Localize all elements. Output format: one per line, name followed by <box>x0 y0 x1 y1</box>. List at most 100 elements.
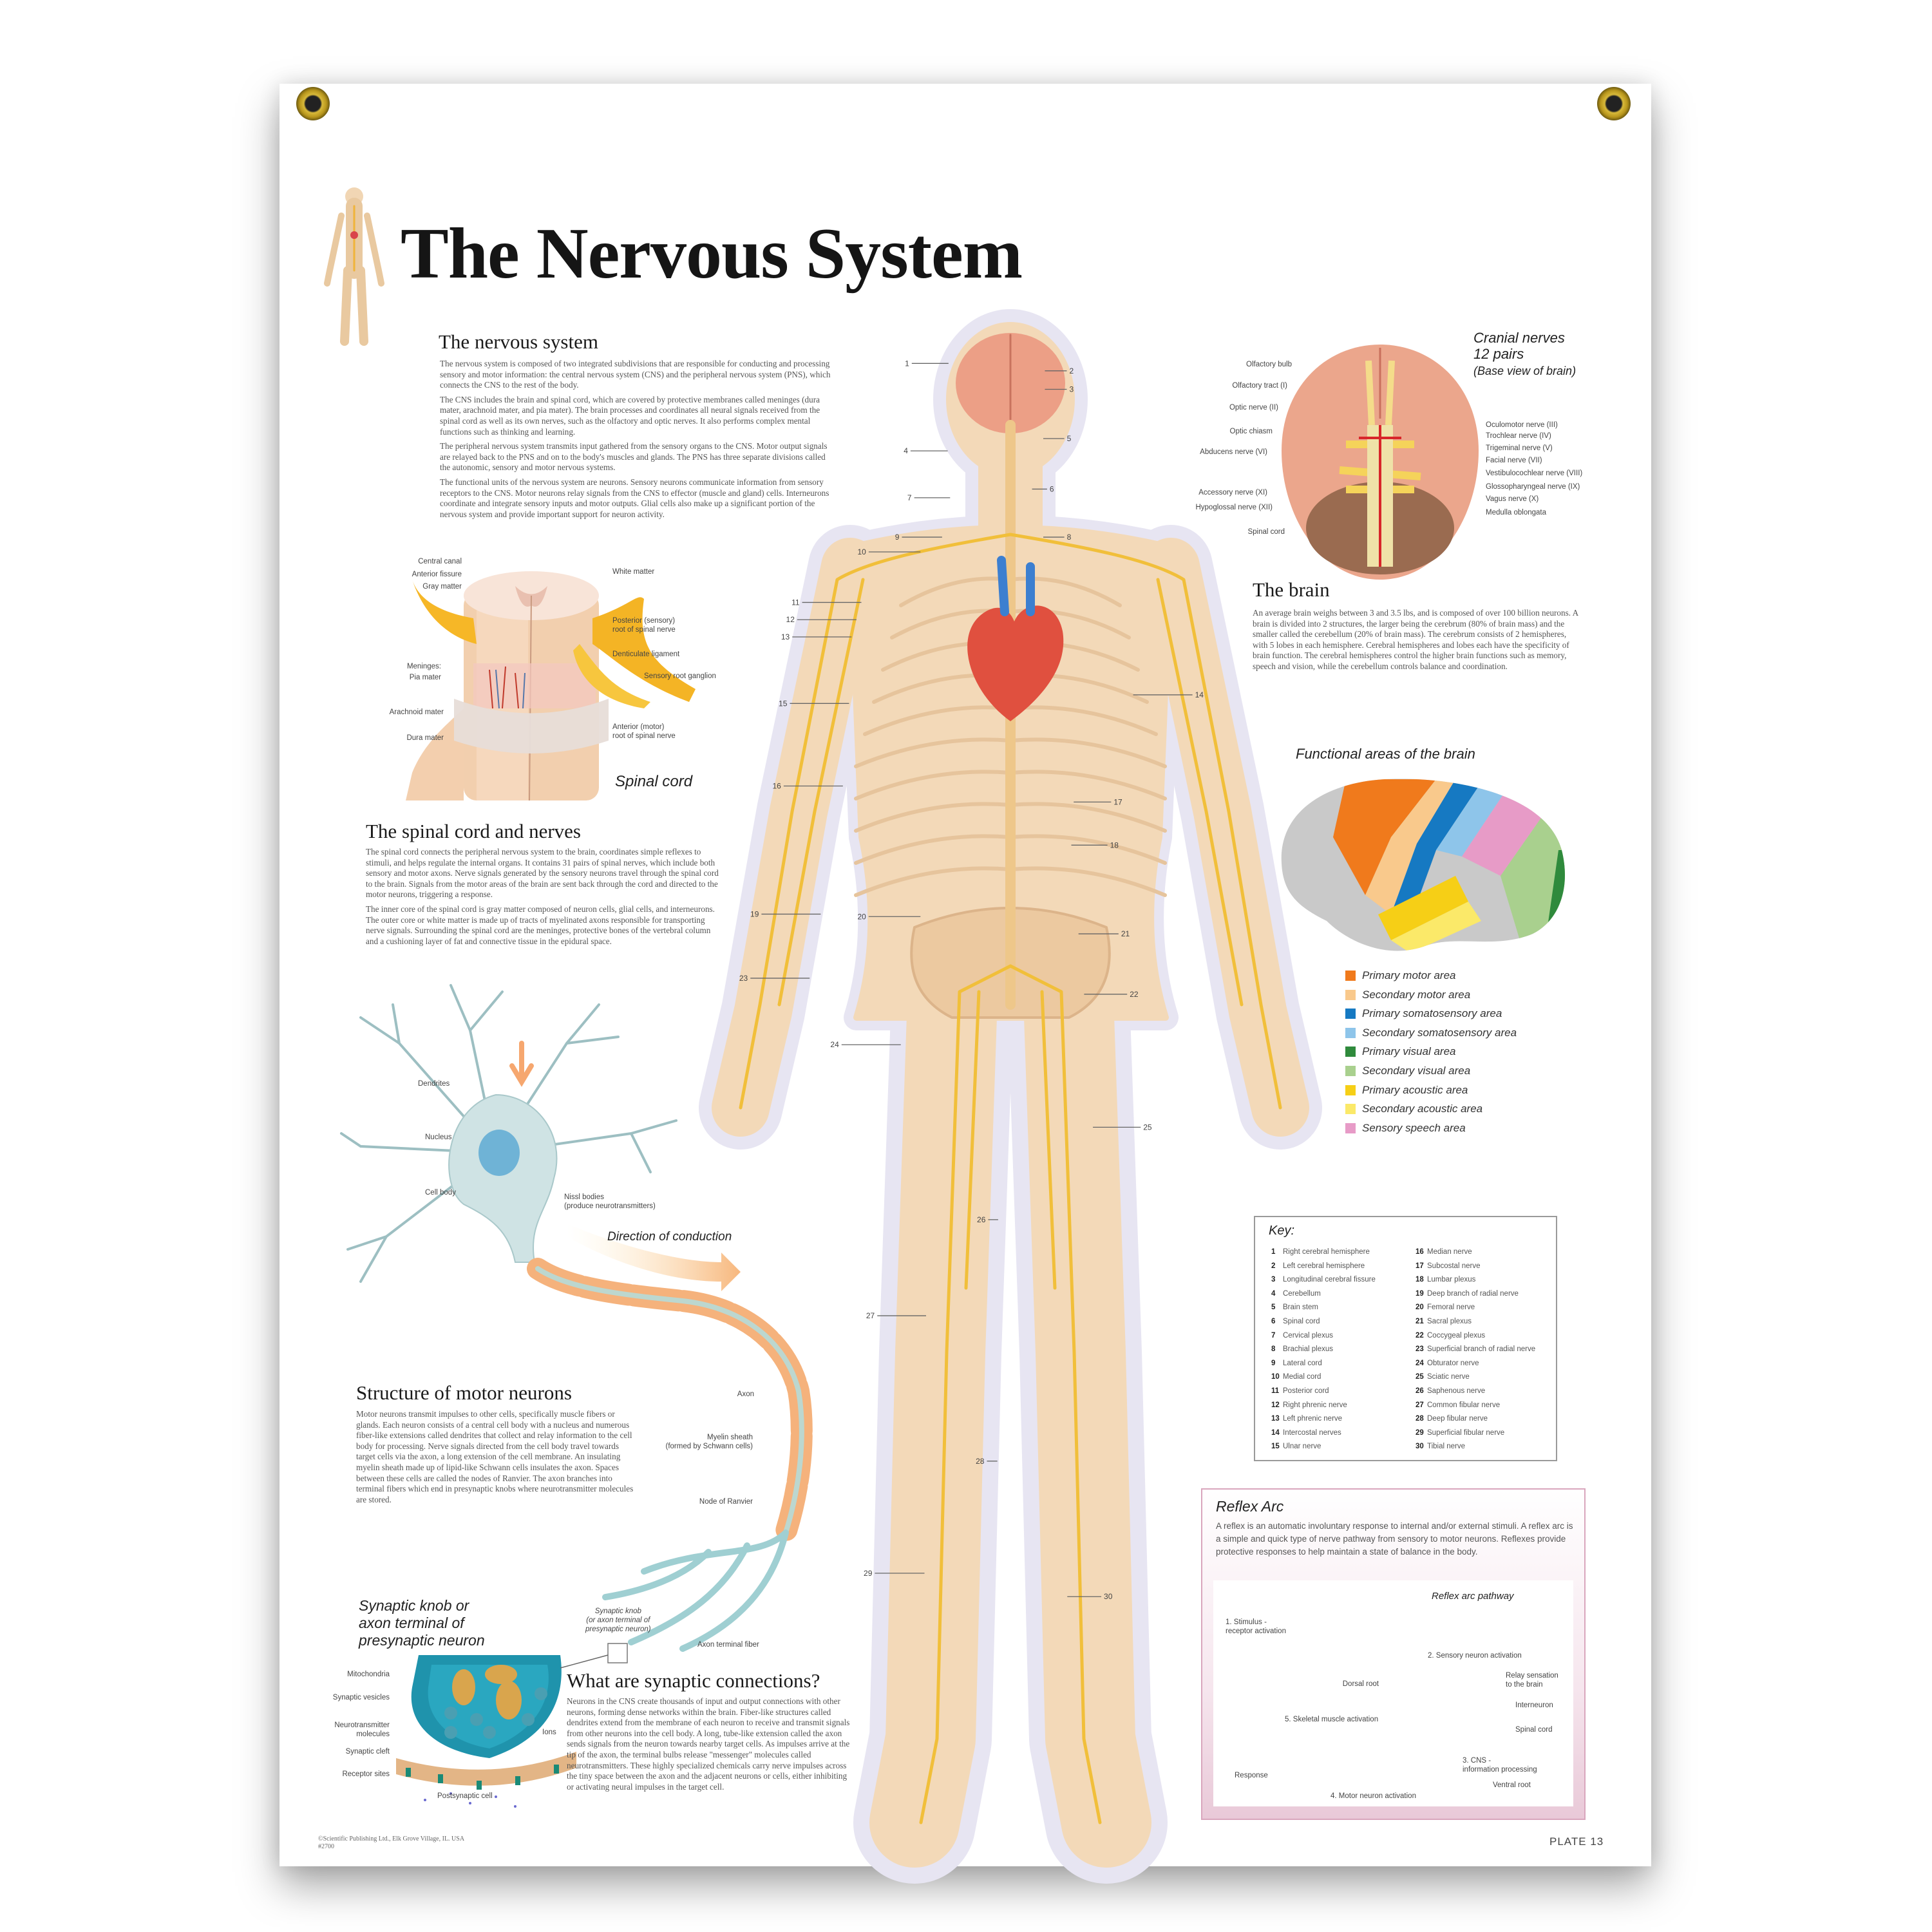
legend-swatch <box>1345 1104 1356 1115</box>
label-line: (formed by Schwann cells) <box>665 1443 753 1450</box>
label-line: to the brain <box>1506 1681 1543 1689</box>
spinal-cord-heading: The spinal cord and nerves <box>366 820 581 842</box>
label-myelin-sheath: Myelin sheath (formed by Schwann cells) <box>666 1433 753 1451</box>
paragraph: The nervous system is composed of two in… <box>440 359 831 390</box>
cranial-label: Accessory nerve (XI) <box>1198 489 1267 497</box>
key-label: Femoral nerve <box>1427 1303 1475 1312</box>
reflex-pathway-title: Reflex arc pathway <box>1432 1591 1514 1602</box>
legend-item: Primary somatosensory area <box>1345 1007 1502 1020</box>
motor-neurons-heading: Structure of motor neurons <box>356 1381 572 1404</box>
legend-label: Secondary motor area <box>1362 988 1471 1001</box>
plate-number: PLATE 13 <box>1549 1835 1604 1848</box>
grommet-right <box>1597 87 1631 120</box>
body-label: 16 <box>772 781 781 790</box>
legend-swatch <box>1345 1009 1356 1019</box>
label-line: information processing <box>1463 1766 1537 1774</box>
legend-label: Secondary acoustic area <box>1362 1103 1483 1115</box>
legend-label: Secondary somatosensory area <box>1362 1026 1517 1039</box>
body-label: 25 <box>1143 1122 1152 1132</box>
reflex-arc-text: A reflex is an automatic involuntary res… <box>1216 1521 1573 1557</box>
legend-swatch <box>1345 989 1356 1000</box>
key-number: 21 <box>1416 1318 1424 1325</box>
cranial-brain-illustration <box>1282 345 1479 580</box>
cranial-label: Trochlear nerve (IV) <box>1486 432 1551 440</box>
key-number: 6 <box>1271 1318 1276 1325</box>
cranial-label: Oculomotor nerve (III) <box>1486 421 1558 429</box>
label-line: 1. Stimulus - <box>1226 1618 1267 1626</box>
key-label: Superficial branch of radial nerve <box>1427 1345 1536 1354</box>
brain-heading: The brain <box>1253 578 1330 601</box>
body-label: 5 <box>1067 434 1072 443</box>
key-number: 2 <box>1271 1262 1276 1270</box>
legend-item: Primary visual area <box>1345 1045 1456 1058</box>
key-label: Left cerebral hemisphere <box>1283 1262 1365 1270</box>
label-line: presynaptic neuron) <box>585 1625 651 1633</box>
synaptic-heading: What are synaptic connections? <box>567 1669 820 1692</box>
key-number: 9 <box>1271 1359 1276 1367</box>
reflex-arc-title: Reflex Arc <box>1216 1498 1284 1515</box>
paragraph: The spinal cord connects the peripheral … <box>366 847 719 900</box>
key-item: 6 Spinal cord <box>1271 1318 1320 1325</box>
cranial-label: Glossopharyngeal nerve (IX) <box>1486 483 1580 491</box>
label-dendrites: Dendrites <box>418 1080 450 1088</box>
label-central-canal: Central canal <box>418 558 462 565</box>
key-label: Spinal cord <box>1283 1318 1320 1325</box>
body-label: 21 <box>1121 929 1130 938</box>
spinal-cord-figure-title: Spinal cord <box>615 773 693 790</box>
label-line: root of spinal nerve <box>612 626 676 634</box>
key-item: 4 Cerebellum <box>1271 1290 1321 1298</box>
label-posterior-root: Posterior (sensory)root of spinal nerve <box>612 616 676 634</box>
legend-label: Primary acoustic area <box>1362 1083 1468 1096</box>
body-label: 19 <box>750 909 759 918</box>
key-label: Intercostal nerves <box>1283 1428 1341 1437</box>
key-number: 3 <box>1271 1276 1276 1284</box>
key-label: Cerebellum <box>1283 1289 1321 1298</box>
label-line: Myelin sheath <box>707 1434 753 1441</box>
key-label: Median nerve <box>1427 1248 1472 1256</box>
key-label: Superficial fibular nerve <box>1427 1428 1505 1437</box>
key-number: 23 <box>1416 1345 1424 1354</box>
body-label: 17 <box>1113 797 1122 806</box>
title-line: presynaptic neuron <box>359 1632 485 1649</box>
body-label: 13 <box>781 632 790 641</box>
key-title: Key: <box>1269 1224 1295 1238</box>
key-number: 10 <box>1271 1373 1280 1381</box>
legend-item: Sensory speech area <box>1345 1122 1466 1135</box>
key-label: Posterior cord <box>1283 1387 1329 1395</box>
label-postsynaptic-cell: Postsynaptic cell <box>437 1792 493 1800</box>
cranial-label: Medulla oblongata <box>1486 509 1546 516</box>
key-number: 20 <box>1416 1303 1424 1312</box>
key-number: 24 <box>1416 1359 1424 1367</box>
page-title: The Nervous System <box>401 214 1023 294</box>
legend-item: Secondary motor area <box>1345 989 1470 1001</box>
label-receptor-sites: Receptor sites <box>342 1770 390 1778</box>
key-number: 4 <box>1271 1289 1276 1298</box>
title-line: axon terminal of <box>359 1615 464 1631</box>
key-label: Deep fibular nerve <box>1427 1415 1488 1423</box>
body-label: 7 <box>907 493 912 502</box>
key-label: Cervical plexus <box>1283 1331 1333 1340</box>
body-label: 4 <box>904 446 908 455</box>
key-label: Sciatic nerve <box>1427 1373 1470 1381</box>
body-label: 10 <box>857 547 866 556</box>
key-item: 2 Left cerebral hemisphere <box>1271 1262 1365 1270</box>
key-number: 13 <box>1271 1415 1280 1423</box>
body-label: 1 <box>905 359 909 368</box>
figure-icon <box>324 187 384 346</box>
body-label: 9 <box>895 533 900 542</box>
key-number: 28 <box>1416 1415 1424 1423</box>
body-label: 24 <box>830 1040 839 1049</box>
